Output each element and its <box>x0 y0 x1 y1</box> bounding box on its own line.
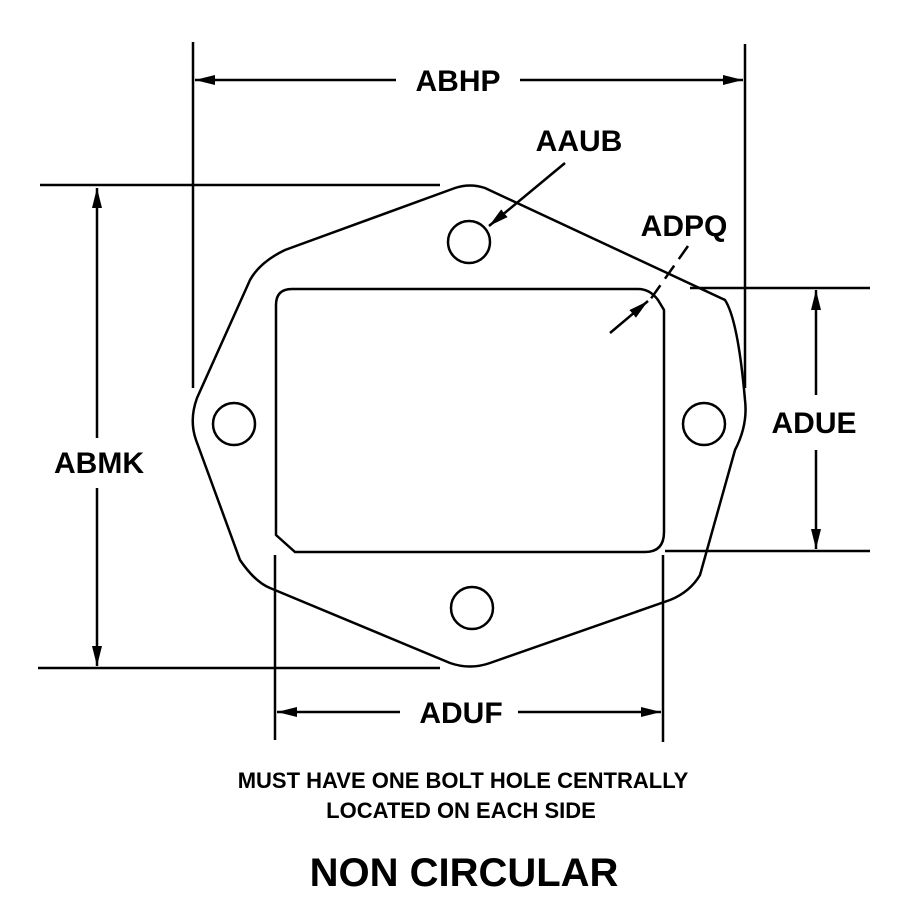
aaub-label: AAUB <box>536 125 623 158</box>
gasket-outline <box>191 184 747 668</box>
aaub-leader <box>488 162 566 227</box>
note-line-1: MUST HAVE ONE BOLT HOLE CENTRALLY <box>238 768 689 793</box>
note-line-2: LOCATED ON EACH SIDE <box>326 798 596 823</box>
bolt-hole-left <box>211 401 257 447</box>
adpq-leader <box>609 300 649 334</box>
bolt-hole-right <box>681 401 727 447</box>
aduf-label: ADUF <box>419 697 502 730</box>
adpq-label: ADPQ <box>641 210 728 243</box>
extension-lines <box>38 42 870 742</box>
outer-flange <box>191 184 747 668</box>
abhp-label: ABHP <box>415 65 500 98</box>
bolt-hole-top <box>446 219 492 265</box>
inner-opening <box>274 287 666 554</box>
dimension-lines <box>92 75 821 717</box>
bolt-hole-bottom <box>449 585 495 631</box>
abmk-label: ABMK <box>54 447 144 480</box>
diagram-title: NON CIRCULAR <box>310 851 619 895</box>
adue-label: ADUE <box>771 407 856 440</box>
